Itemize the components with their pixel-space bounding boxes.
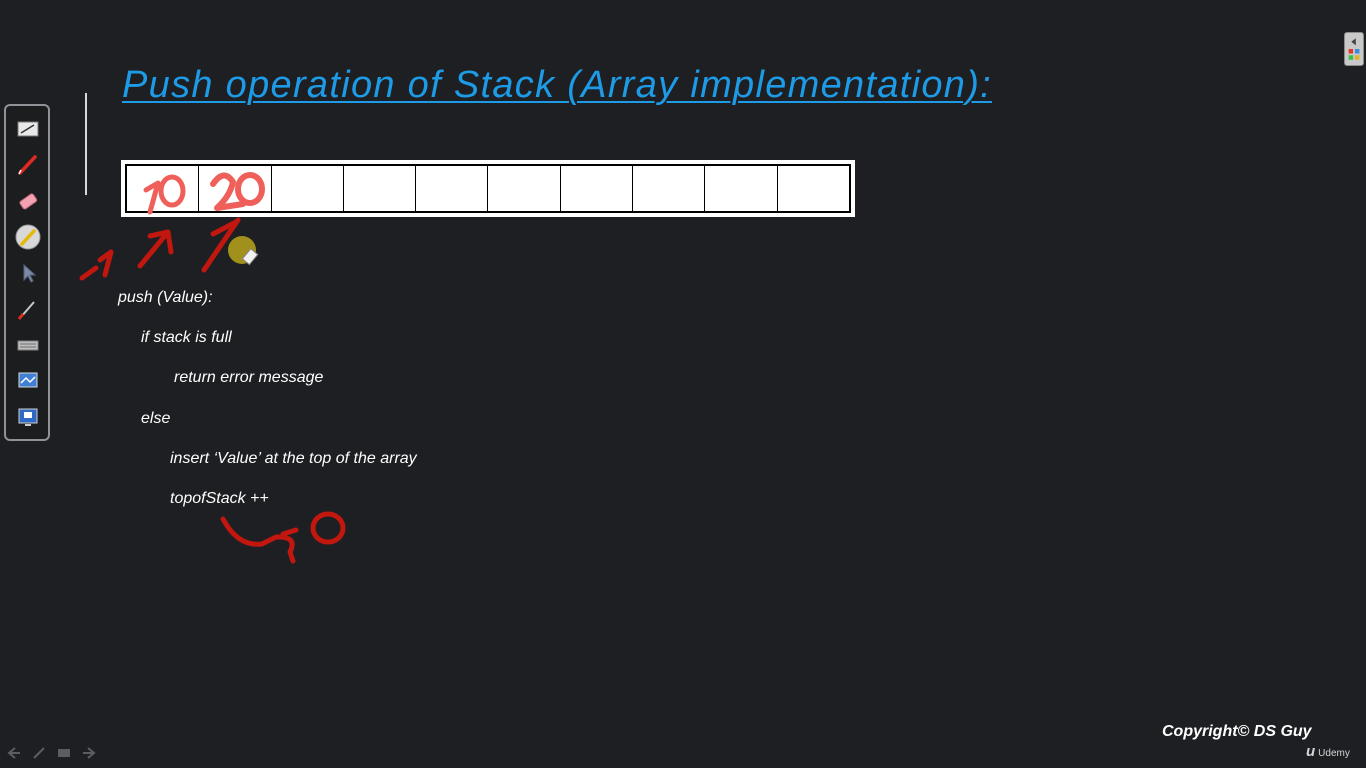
ink-arrow-cell-1 <box>137 229 174 269</box>
drawing-toolbar <box>4 104 50 441</box>
ink-hook-arrow <box>220 516 299 564</box>
code-line-insert: insert ‘Value’ at the top of the array <box>170 450 417 467</box>
ink-minus-one <box>79 249 114 281</box>
screen-capture-icon[interactable] <box>15 368 41 394</box>
code-line-increment: topofStack ++ <box>170 490 269 507</box>
pen-icon[interactable] <box>15 152 41 178</box>
array-cell <box>344 166 417 211</box>
highlighter-icon[interactable] <box>15 224 41 250</box>
array-cell <box>705 166 778 211</box>
array-cell <box>199 166 272 211</box>
array-cell <box>633 166 706 211</box>
eraser-cursor-icon <box>241 248 259 266</box>
copyright-text: Copyright© DS Guy <box>1162 723 1312 740</box>
code-line-push: push (Value): <box>118 289 213 306</box>
laser-pointer <box>228 236 256 264</box>
display-icon[interactable] <box>15 404 41 430</box>
array-cell <box>416 166 489 211</box>
next-arrow-icon[interactable] <box>81 746 97 760</box>
array-cell <box>778 166 849 211</box>
stack-array <box>121 160 855 217</box>
collapse-arrow-icon[interactable] <box>1345 33 1363 65</box>
eraser-icon[interactable] <box>15 188 41 214</box>
whiteboard-icon[interactable] <box>15 116 41 142</box>
select-arrow-icon[interactable] <box>15 260 41 286</box>
udemy-logo-icon: u <box>1306 743 1316 760</box>
brush-icon[interactable] <box>15 296 41 322</box>
code-line-return: return error message <box>174 369 324 386</box>
array-cell <box>561 166 634 211</box>
mini-tools-panel[interactable] <box>1344 32 1364 66</box>
array-cell <box>127 166 200 211</box>
keyboard-icon[interactable] <box>15 332 41 358</box>
bottom-nav <box>6 746 97 760</box>
pen-tool-icon[interactable] <box>31 746 47 760</box>
ink-digit-0 <box>310 511 346 545</box>
array-cell <box>488 166 561 211</box>
vertical-divider <box>85 93 87 195</box>
code-line-if: if stack is full <box>141 329 232 346</box>
slide-title: Push operation of Stack (Array implement… <box>122 64 993 106</box>
array-cell <box>272 166 344 211</box>
menu-icon[interactable] <box>56 746 72 760</box>
previous-arrow-icon[interactable] <box>6 746 22 760</box>
ink-arrow-cell-2 <box>201 217 241 273</box>
code-line-else: else <box>141 410 171 427</box>
